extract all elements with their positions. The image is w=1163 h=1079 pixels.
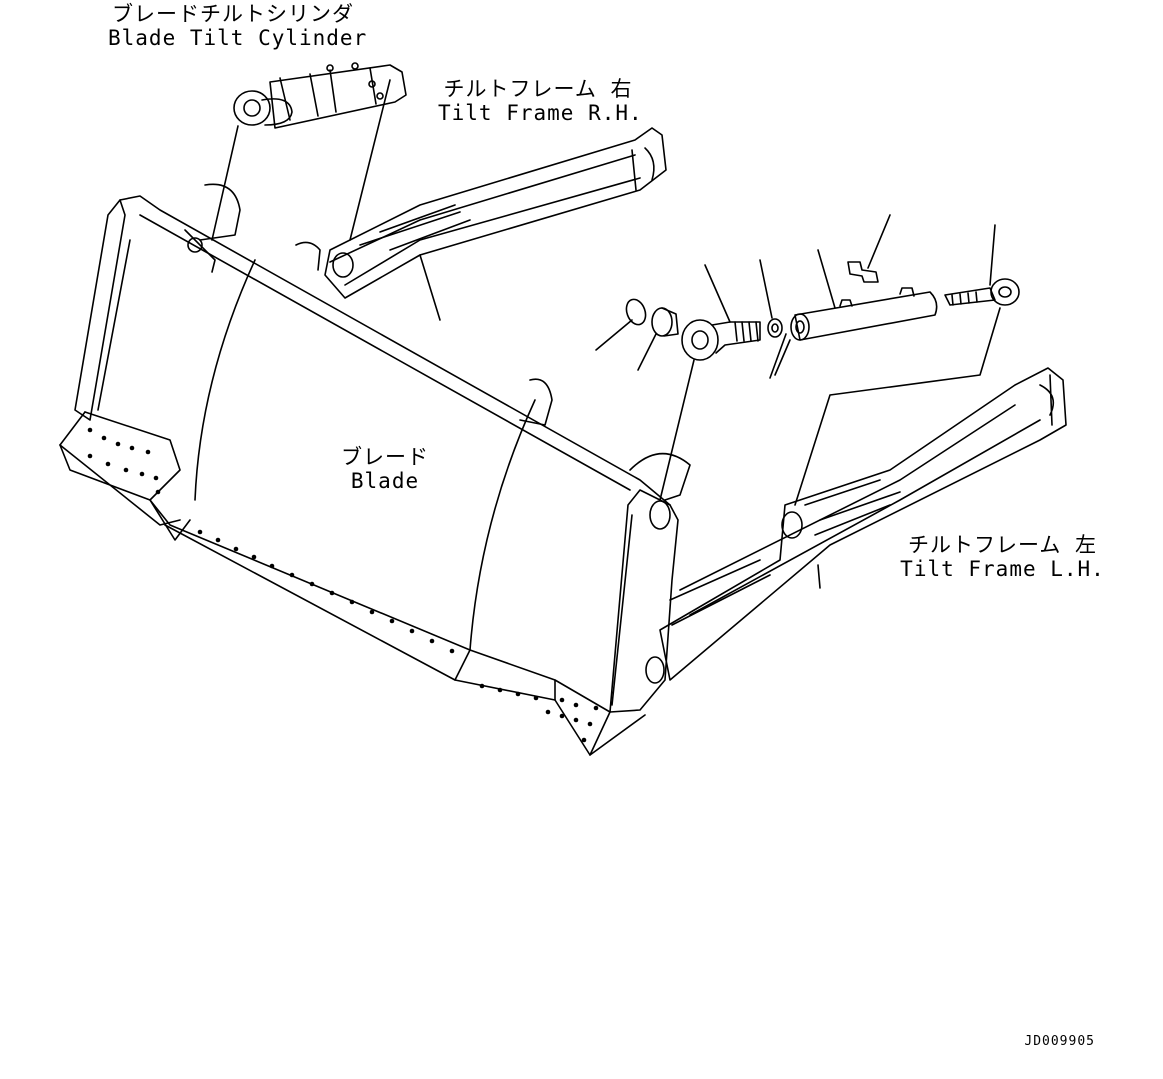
label-blade-jp: ブレード — [341, 445, 429, 469]
snap-ring — [595, 298, 647, 351]
grease-fitting — [847, 214, 891, 283]
label-blade-tilt-cylinder-jp: ブレードチルトシリンダ — [112, 2, 354, 26]
label-blade-tilt-cylinder-en: Blade Tilt Cylinder — [108, 26, 368, 50]
blade-tilt-cylinder-assembled — [211, 62, 407, 241]
tube-body — [769, 249, 938, 379]
label-tilt-frame-rh-jp: チルトフレーム 右 — [443, 77, 633, 101]
label-tilt-frame-rh-en: Tilt Frame R.H. — [438, 101, 643, 125]
tilt-frame-lh — [659, 367, 1067, 681]
blade-holes — [87, 427, 599, 743]
label-tilt-frame-lh-en: Tilt Frame L.H. — [900, 557, 1105, 581]
label-blade-en: Blade — [350, 469, 420, 493]
label-tilt-frame-rh: チルトフレーム 右 Tilt Frame R.H. — [438, 77, 643, 125]
drawing-code: JD009905 — [1024, 1034, 1095, 1049]
label-tilt-frame-lh-jp: チルトフレーム 左 — [907, 533, 1097, 557]
bushing — [637, 307, 679, 371]
blade-body — [59, 183, 691, 756]
rod-end-left — [659, 264, 761, 501]
tilt-frame-rh — [324, 127, 667, 321]
rod-end-right — [794, 224, 1020, 506]
label-blade: ブレード Blade — [330, 445, 440, 493]
label-tilt-frame-lh: チルトフレーム 左 Tilt Frame L.H. — [900, 533, 1105, 581]
label-blade-tilt-cylinder: ブレードチルトシリンダ Blade Tilt Cylinder — [108, 2, 368, 50]
nut — [759, 259, 783, 338]
